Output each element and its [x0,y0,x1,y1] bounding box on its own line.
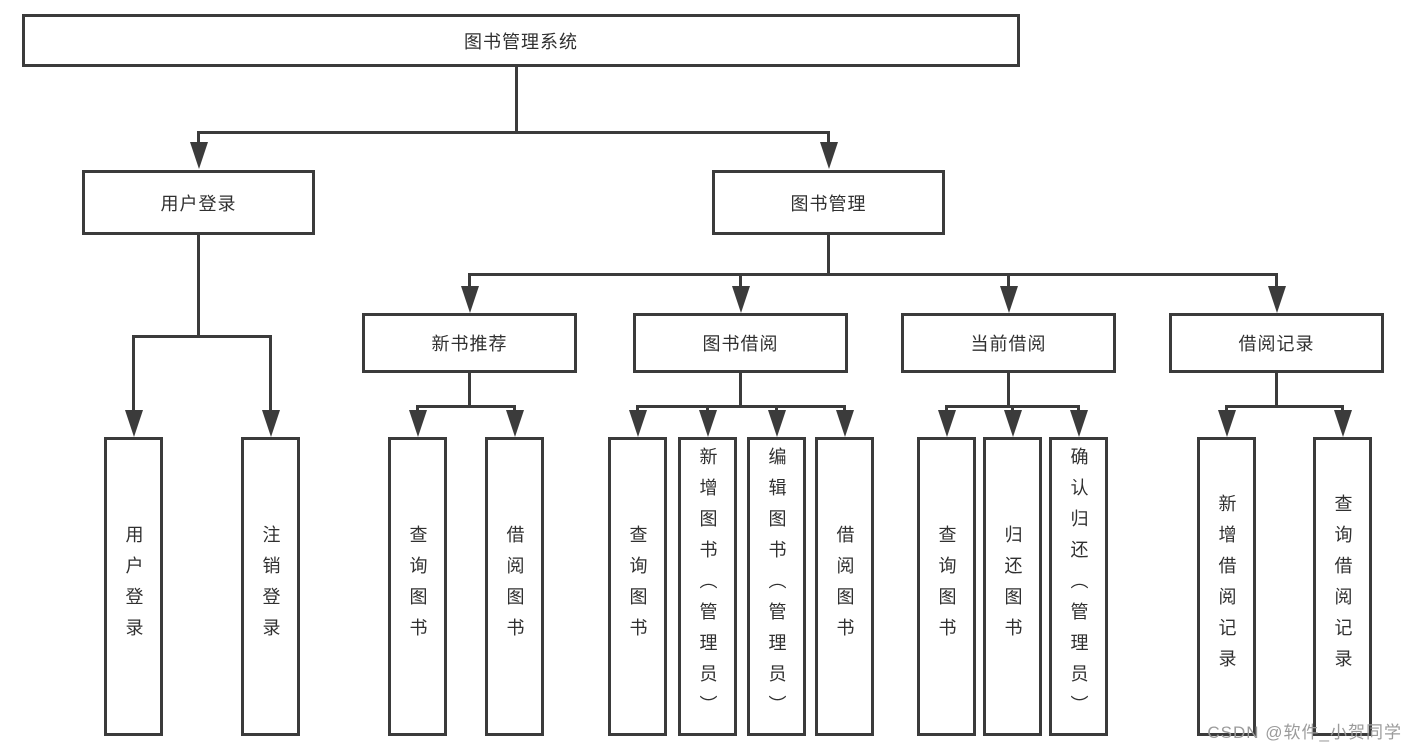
node-label: 查询图书 [407,524,428,649]
leaf-logout: 注销登录 [241,437,300,736]
arrow-down-icon [1004,410,1022,437]
leaf-query-borrow-record: 查询借阅记录 [1313,437,1372,736]
connector-hline-borrow-group [636,405,846,408]
leaf-add-borrow-record: 新增借阅记录 [1197,437,1256,736]
connector-drop [775,405,778,414]
node-label: 借阅图书 [504,524,525,649]
node-borrow-records: 借阅记录 [1169,313,1384,373]
arrow-down-icon [1334,410,1352,437]
leaf-query-books-recommend: 查询图书 [388,437,447,736]
csdn-watermark: CSDN @软件_小贺同学 [1207,723,1402,742]
connector-drop [706,405,709,414]
arrow-down-icon [409,410,427,437]
node-user-login: 用户登录 [82,170,315,235]
connector-drop [843,405,846,414]
arrow-down-icon [938,410,956,437]
node-root: 图书管理系统 [22,14,1020,67]
connector-vline-borrow-records [1275,373,1278,407]
arrow-down-icon [1070,410,1088,437]
arrow-down-icon [836,410,854,437]
leaf-edit-book-admin: 编辑图书（管理员） [747,437,806,736]
connector-hline-level2 [468,273,1278,276]
connector-drop [1275,273,1278,289]
leaf-add-book-admin: 新增图书（管理员） [678,437,737,736]
node-label: 查询图书 [936,524,957,649]
connector-drop [636,405,639,414]
leaf-return-book: 归还图书 [983,437,1042,736]
connector-drop [827,131,830,145]
connector-drop [1341,405,1344,414]
connector-vline-root [515,67,518,134]
connector-hline-login-group [132,335,272,338]
node-label: 用户登录 [123,524,144,649]
arrow-down-icon [820,142,838,169]
node-label: 用户登录 [160,193,237,214]
node-label: 当前借阅 [970,334,1047,354]
node-label: 新增图书（管理员） [697,447,718,726]
leaf-query-books-current: 查询图书 [917,437,976,736]
node-label: 新书推荐 [431,334,508,354]
connector-hline-level1 [197,131,830,134]
node-label: 编辑图书（管理员） [766,447,787,726]
node-label: 确认归还（管理员） [1068,447,1089,726]
leaf-borrow-books-recommend: 借阅图书 [485,437,544,736]
node-label: 图书管理 [790,193,867,214]
node-label: 图书管理系统 [464,31,578,52]
arrow-down-icon [732,286,750,313]
connector-drop [739,273,742,289]
connector-drop [513,405,516,414]
leaf-confirm-return-admin: 确认归还（管理员） [1049,437,1108,736]
connector-vline-new-book [468,373,471,407]
arrow-down-icon [190,142,208,169]
node-new-book-recommend: 新书推荐 [362,313,577,373]
leaf-borrow-books: 借阅图书 [815,437,874,736]
connector-drop [416,405,419,414]
leaf-query-books-borrow: 查询图书 [608,437,667,736]
connector-drop [1007,273,1010,289]
node-current-borrow: 当前借阅 [901,313,1116,373]
connector-drop [269,335,272,413]
node-label: 图书借阅 [702,334,779,354]
arrow-down-icon [262,410,280,437]
arrow-down-icon [461,286,479,313]
connector-drop [1225,405,1228,414]
connector-vline-current-borrow [1007,373,1010,407]
connector-hline-records-group [1225,405,1344,408]
connector-vline-book-management [827,235,830,275]
connector-vline-book-borrow [739,373,742,407]
node-label: 查询借阅记录 [1332,493,1353,680]
connector-drop [197,131,200,145]
connector-drop [468,273,471,289]
connector-drop [1011,405,1014,414]
arrow-down-icon [1268,286,1286,313]
leaf-user-login: 用户登录 [104,437,163,736]
arrow-down-icon [768,410,786,437]
connector-vline-user-login [197,235,200,336]
node-book-borrow: 图书借阅 [633,313,848,373]
connector-drop [132,335,135,413]
arrow-down-icon [1000,286,1018,313]
node-label: 新增借阅记录 [1216,493,1237,680]
arrow-down-icon [629,410,647,437]
connector-drop [1077,405,1080,414]
arrow-down-icon [1218,410,1236,437]
arrow-down-icon [699,410,717,437]
node-label: 注销登录 [260,524,281,649]
node-book-management: 图书管理 [712,170,945,235]
arrow-down-icon [506,410,524,437]
arrow-down-icon [125,410,143,437]
node-label: 借阅记录 [1238,334,1315,354]
node-label: 归还图书 [1002,524,1023,649]
node-label: 借阅图书 [834,524,855,649]
connector-drop [945,405,948,414]
node-label: 查询图书 [627,524,648,649]
connector-hline-newbook-group [416,405,516,408]
